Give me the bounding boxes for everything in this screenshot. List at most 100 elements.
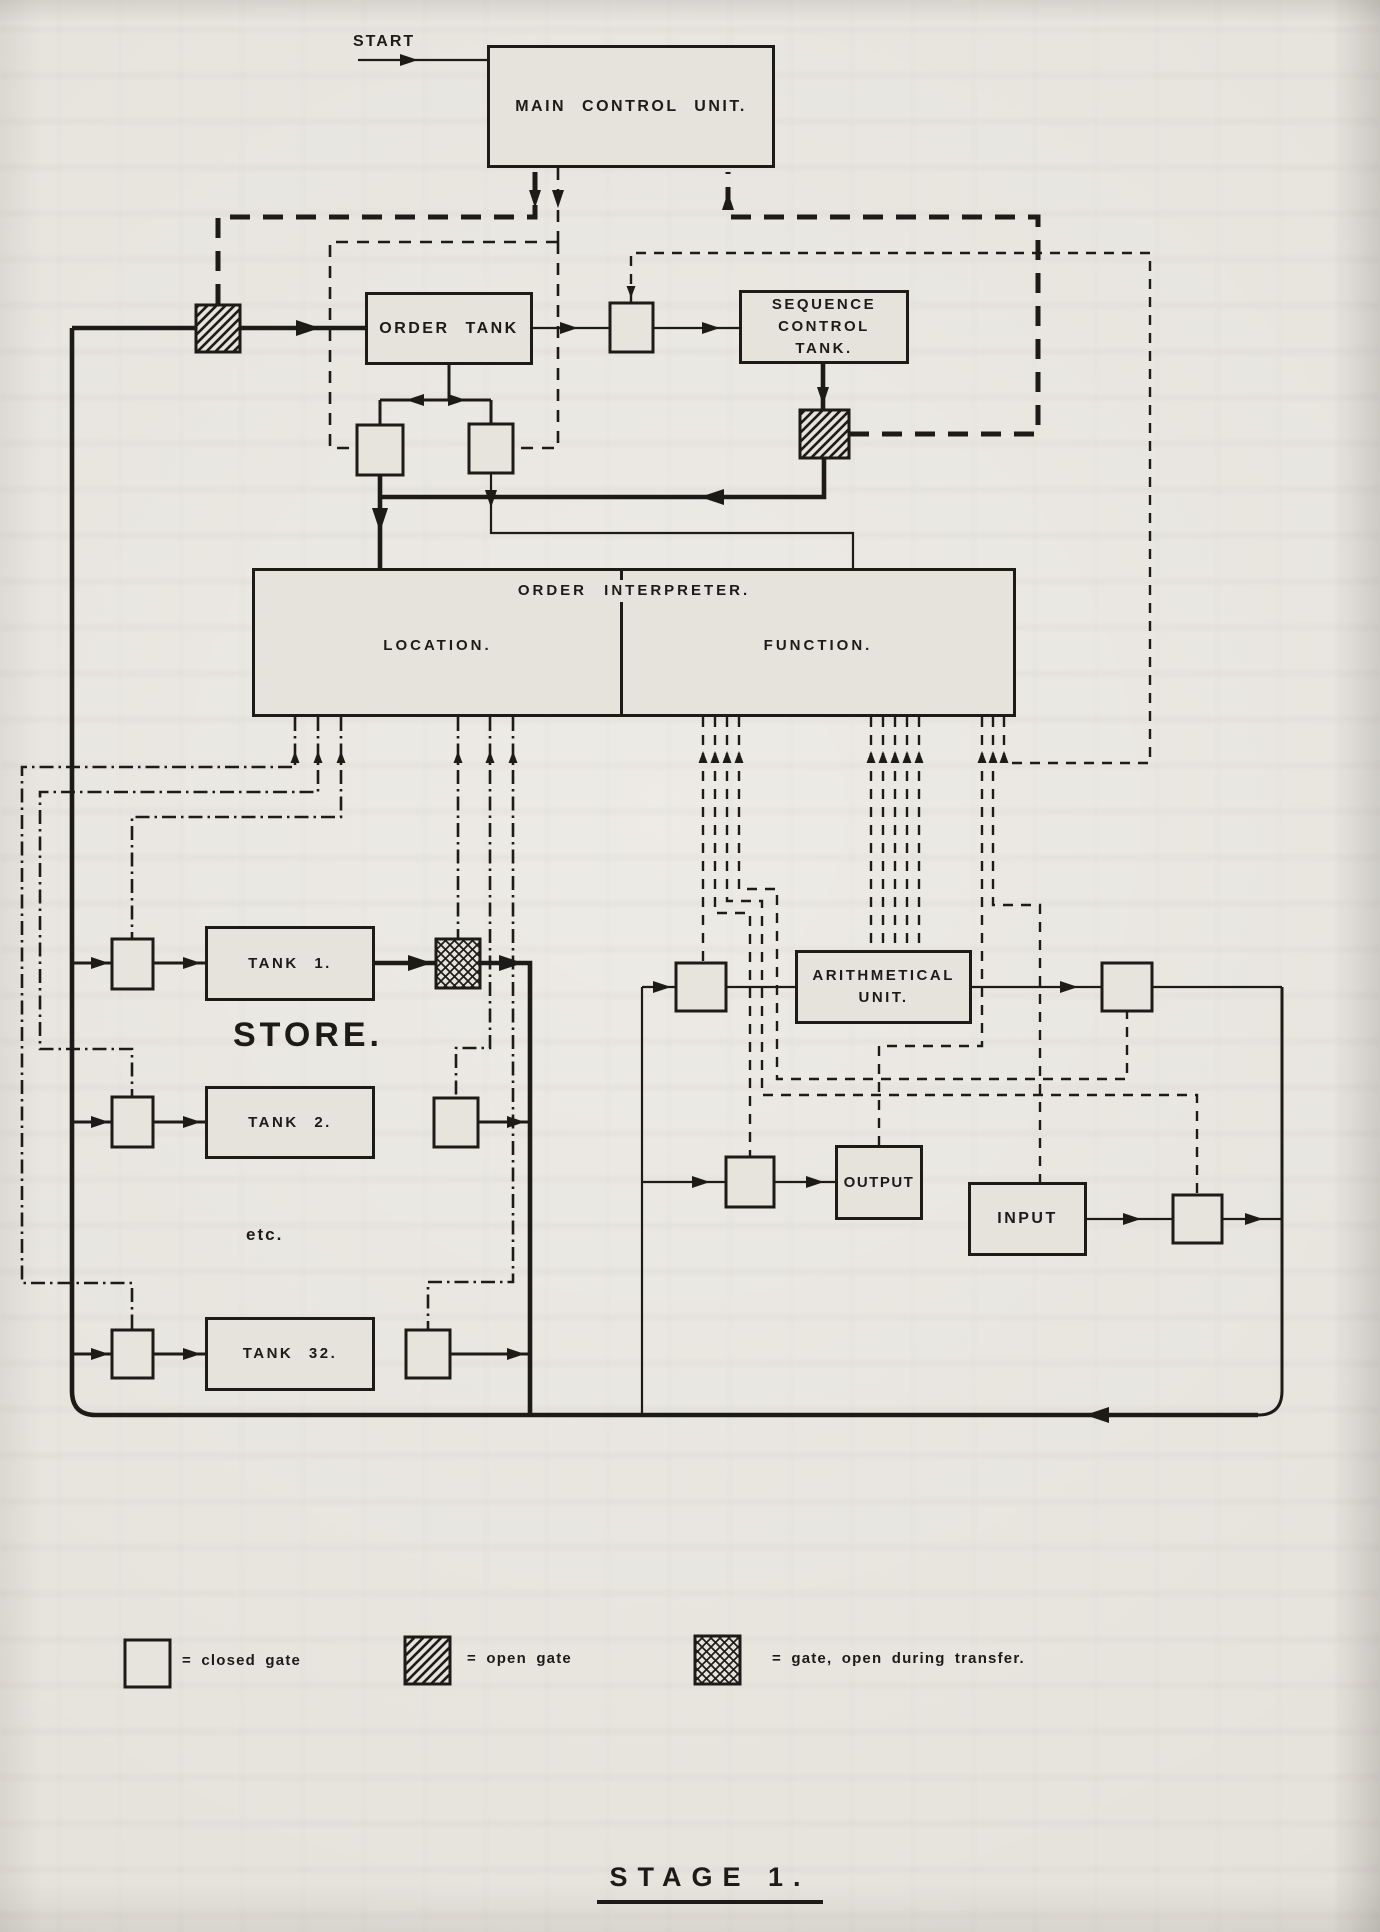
gate-tank1-write-closed-gate-icon — [110, 937, 155, 991]
wire — [328, 240, 558, 450]
arrowhead-icon — [183, 1116, 201, 1128]
arrowhead-icon — [183, 957, 201, 969]
arrowhead-icon — [485, 490, 497, 508]
legend-closed-gate-symbol-closed-gate-icon — [123, 1638, 172, 1689]
arrowhead-icon — [560, 322, 578, 334]
legend-open-gate-symbol-open-gate-icon — [403, 1635, 452, 1686]
order-interpreter-box: ORDER INTERPRETER. LOCATION. FUNCTION. — [252, 568, 1016, 717]
main-control-unit-label: MAIN CONTROL UNIT. — [515, 97, 747, 115]
legend-open-gate-text: = open gate — [467, 1650, 572, 1667]
legend-closed-gate-text: = closed gate — [182, 1652, 302, 1669]
output-box: OUTPUT — [835, 1145, 923, 1220]
wire — [380, 458, 827, 500]
wire — [69, 328, 1258, 1418]
arrowhead-icon — [878, 751, 888, 763]
arrowhead-icon — [336, 751, 346, 763]
arrowhead-icon — [91, 1116, 109, 1128]
arrowhead-icon — [313, 751, 323, 763]
gate-tank32-read-closed-gate-icon — [404, 1328, 452, 1380]
store-label: STORE. — [233, 1016, 383, 1054]
arrowhead-icon — [806, 1176, 824, 1188]
arrowhead-icon — [507, 1116, 525, 1128]
arrowhead-icon — [710, 751, 720, 763]
sequence-control-tank-box: SEQUENCE CONTROL TANK. — [739, 290, 909, 364]
arrowhead-icon — [698, 751, 708, 763]
stage-title: STAGE 1. — [540, 1862, 880, 1904]
start-label: START — [353, 33, 416, 50]
arithmetical-unit-label: ARITHMETICAL UNIT. — [812, 967, 955, 1006]
arrowhead-icon — [400, 54, 418, 66]
arrowhead-icon — [890, 751, 900, 763]
arrowhead-icon — [448, 394, 466, 406]
wire — [38, 717, 320, 1097]
order-interpreter-label: ORDER INTERPRETER. — [503, 580, 765, 602]
gate-group — [110, 301, 1224, 1689]
etc-label: etc. — [246, 1225, 284, 1244]
order-tank-label: ORDER TANK — [379, 319, 519, 337]
arrowhead-icon — [529, 190, 541, 208]
gate-au-input-closed-gate-icon — [674, 961, 728, 1013]
arrowhead-icon — [91, 1348, 109, 1360]
arrowhead-icon — [977, 751, 987, 763]
wire — [713, 717, 752, 1157]
tank-1-box: TANK 1. — [205, 926, 375, 1001]
arrowhead-icon — [508, 751, 518, 763]
arrowhead-icon — [817, 387, 829, 405]
wire — [454, 717, 492, 1098]
wire — [991, 717, 1042, 1182]
arrowhead-icon — [296, 320, 320, 336]
arrowhead-icon — [453, 751, 463, 763]
arrowhead-icon — [626, 286, 636, 298]
arrowhead-icon — [902, 751, 912, 763]
interpreter-divider — [620, 571, 623, 714]
arrowhead-icon — [91, 957, 109, 969]
gate-output-feed-closed-gate-icon — [724, 1155, 776, 1209]
sequence-control-tank-label: SEQUENCE CONTROL TANK. — [771, 296, 877, 357]
arrowhead-icon — [866, 751, 876, 763]
gate-au-output-closed-gate-icon — [1100, 961, 1154, 1013]
legend-transfer-gate-text: = gate, open during transfer. — [772, 1650, 1025, 1667]
arrowhead-icon — [499, 955, 523, 971]
wire-group — [20, 58, 1284, 1418]
gate-order-tank-function-field-closed-gate-icon — [467, 422, 515, 475]
arrowhead-icon — [1123, 1213, 1141, 1225]
gate-order-tank-to-sct-closed-gate-icon — [608, 301, 655, 354]
arrowhead-icon — [183, 1348, 201, 1360]
arrowhead-icon — [290, 751, 300, 763]
wire — [480, 960, 533, 1415]
arrowhead-icon — [653, 981, 671, 993]
arrowhead-icon — [914, 751, 924, 763]
order-tank-box: ORDER TANK — [365, 292, 533, 365]
stage-title-text: STAGE 1. — [597, 1862, 823, 1904]
arrowhead-icon — [722, 751, 732, 763]
main-control-unit-box: MAIN CONTROL UNIT. — [487, 45, 775, 168]
gate-tank2-write-closed-gate-icon — [110, 1095, 155, 1149]
gate-tank2-read-closed-gate-icon — [432, 1096, 480, 1149]
arrowhead-icon — [507, 1348, 525, 1360]
arrowhead-icon — [372, 508, 388, 532]
wire — [426, 717, 515, 1330]
location-label: LOCATION. — [383, 637, 492, 654]
tank-32-box: TANK 32. — [205, 1317, 375, 1391]
tank-2-box: TANK 2. — [205, 1086, 375, 1159]
arrowhead-icon — [999, 751, 1009, 763]
input-box: INPUT — [968, 1182, 1087, 1256]
arithmetical-unit-box: ARITHMETICAL UNIT. — [795, 950, 972, 1024]
gate-tank1-read-transfer-transfer-gate-icon — [434, 937, 482, 990]
arrowhead-icon — [408, 955, 432, 971]
wire — [737, 717, 1129, 1081]
wire — [1257, 987, 1284, 1417]
arrowhead-icon — [485, 751, 495, 763]
arrowhead-icon — [1085, 1407, 1109, 1423]
arrowhead-group — [91, 54, 1263, 1423]
arrowhead-icon — [700, 489, 724, 505]
arrowhead-icon — [692, 1176, 710, 1188]
legend-transfer-gate-symbol-transfer-gate-icon — [693, 1634, 742, 1686]
gate-input-out-closed-gate-icon — [1171, 1193, 1224, 1245]
arrowhead-icon — [1060, 981, 1078, 993]
wire — [877, 717, 984, 1145]
wire — [513, 242, 560, 450]
arrowhead-icon — [702, 322, 720, 334]
